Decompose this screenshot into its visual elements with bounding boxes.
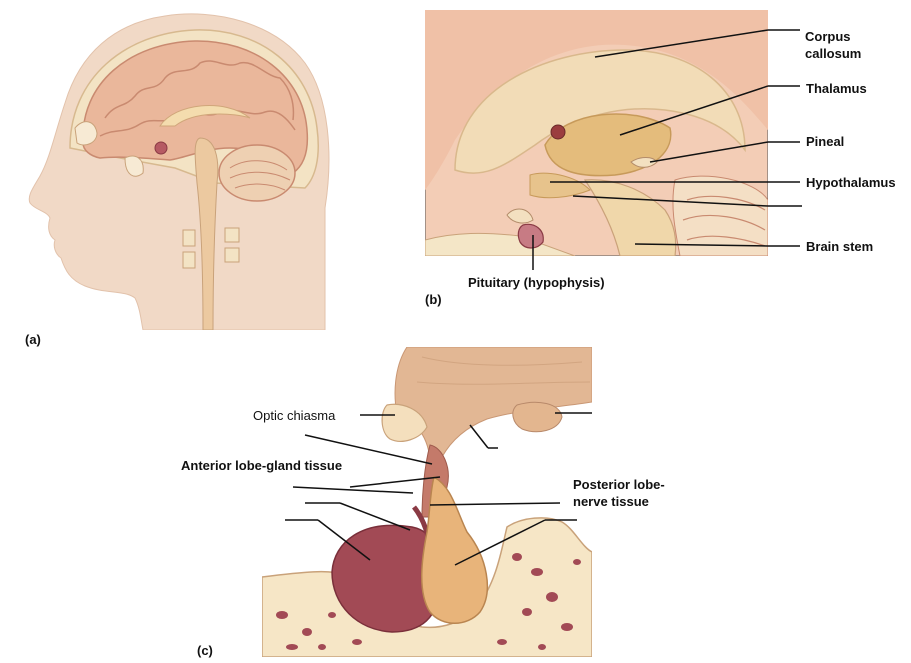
panel-b-letter: (b) — [425, 292, 442, 307]
panel-a-head — [25, 8, 340, 330]
cerebellum — [218, 144, 296, 202]
label-anterior-lobe: Anterior lobe-gland tissue — [181, 458, 343, 473]
label-thalamus: Thalamus — [806, 81, 867, 96]
label-posterior-lobe-line1: Posterior lobe- — [573, 477, 665, 492]
panel-c-letter: (c) — [197, 643, 213, 658]
panel-b-brain-detail — [425, 10, 768, 256]
panel-a-letter: (a) — [25, 332, 41, 347]
label-optic-chiasma: Optic chiasma — [253, 408, 336, 423]
hypothalamus-region — [529, 172, 591, 199]
label-posterior-lobe-line2: nerve tissue — [573, 494, 649, 509]
brain-midline-illustration — [425, 10, 768, 256]
pituitary-section-illustration — [262, 347, 592, 657]
brain-stem — [583, 179, 677, 256]
label-brain-stem: Brain stem — [806, 239, 874, 254]
label-hypothalamus: Hypothalamus — [806, 175, 896, 190]
panel-c-pituitary-detail — [262, 347, 592, 657]
label-pituitary: Pituitary (hypophysis) — [468, 275, 605, 290]
label-corpus-callosum-line1: Corpus — [805, 29, 851, 44]
pituitary-gland — [517, 223, 544, 249]
posterior-lobe — [421, 475, 488, 624]
head-sagittal-illustration — [28, 13, 330, 330]
label-pineal: Pineal — [806, 134, 845, 149]
label-corpus-callosum-line2: callosum — [805, 46, 862, 61]
pineal-gland — [630, 157, 658, 168]
spinal-cord — [194, 137, 219, 330]
